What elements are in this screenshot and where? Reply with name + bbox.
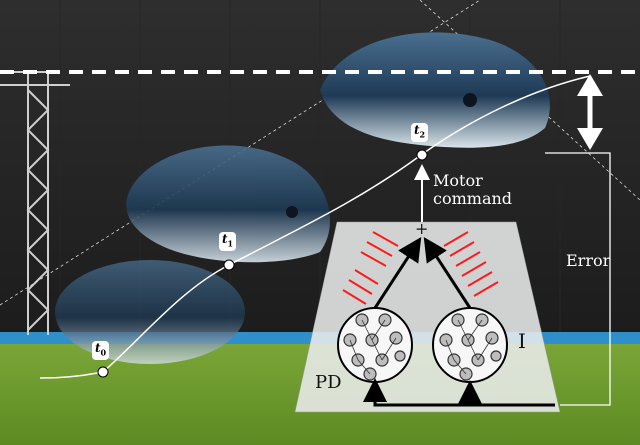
time-label-t2: t2	[411, 123, 429, 143]
i-synapse-marks	[443, 231, 499, 297]
trajectory-point-t0	[97, 366, 109, 378]
i-label: I	[518, 329, 526, 353]
motor-command-label: Motor command	[433, 172, 512, 208]
time-label-t1-letter: t	[222, 232, 228, 246]
time-label-t0-letter: t	[95, 341, 101, 355]
error-label: Error	[566, 251, 611, 270]
trajectory-point-t2	[416, 149, 428, 161]
pd-to-sum-arrow	[373, 236, 422, 309]
i-to-sum-arrow	[423, 236, 472, 309]
blimp-t1	[126, 145, 330, 263]
motor-command-line-2: command	[433, 189, 513, 208]
i-neural-network	[432, 307, 508, 383]
blimp-t2	[320, 32, 550, 148]
pd-label: PD	[315, 372, 342, 393]
time-label-t1-subscript: 1	[227, 238, 234, 249]
time-label-t0: t0	[92, 341, 110, 361]
time-label-t2-letter: t	[414, 123, 420, 137]
trajectory-point-t1	[223, 259, 235, 271]
time-label-t2-subscript: 2	[419, 129, 426, 140]
motor-command-line-1: Motor	[433, 171, 483, 190]
time-label-t0-subscript: 0	[100, 347, 107, 358]
pd-feedback-arrow	[363, 378, 555, 407]
pd-neural-network	[337, 307, 413, 383]
sum-symbol: +	[415, 219, 429, 238]
pd-synapse-marks	[342, 231, 399, 305]
blimp-t0	[55, 260, 245, 364]
error-feedback-line	[545, 152, 611, 406]
error-double-arrow	[577, 74, 603, 150]
time-label-t1: t1	[219, 232, 237, 252]
